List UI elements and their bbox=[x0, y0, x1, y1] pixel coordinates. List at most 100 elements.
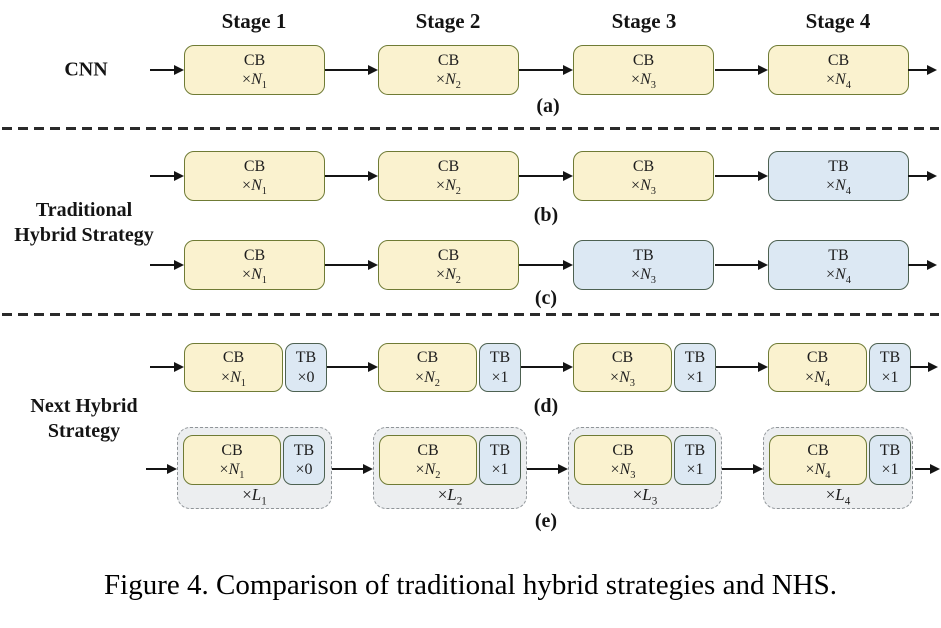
multiplier-variable: N bbox=[445, 71, 456, 88]
block-title: CB bbox=[437, 157, 460, 175]
conv-block-box: CB×N3 bbox=[573, 343, 672, 392]
multiplier-subscript: 1 bbox=[261, 495, 267, 508]
block-title: TB bbox=[489, 349, 511, 367]
traditional-hybrid-row-label: Traditional Hybrid Strategy bbox=[14, 198, 153, 248]
block-multiplier: ×N2 bbox=[415, 461, 441, 482]
block-title: TB bbox=[828, 157, 849, 175]
conv-block-box: CB×N4 bbox=[768, 343, 867, 392]
transformer-block-box: TB×1 bbox=[869, 343, 911, 392]
panel-label-d: (d) bbox=[533, 395, 559, 417]
block-title: CB bbox=[807, 441, 829, 459]
multiplier-variable: N bbox=[251, 71, 262, 88]
cnn-row-label: CNN bbox=[64, 58, 108, 81]
conv-block-box: CB×N2 bbox=[378, 240, 519, 290]
flow-arrow bbox=[519, 170, 573, 181]
group-multiplier-label: ×L1 bbox=[242, 485, 267, 508]
flow-arrow bbox=[908, 64, 937, 75]
multiplier-subscript: 2 bbox=[455, 186, 461, 198]
multiplier-variable: N bbox=[424, 368, 435, 386]
panel-label-e: (e) bbox=[534, 510, 558, 532]
next-label-line2: Strategy bbox=[47, 420, 121, 442]
conv-block-box: CB×N2 bbox=[379, 435, 477, 485]
multiplier-subscript: 4 bbox=[844, 495, 851, 508]
block-title: CB bbox=[827, 51, 850, 69]
multiplier-variable: N bbox=[230, 368, 241, 386]
block-title: CB bbox=[222, 349, 245, 367]
flow-arrow bbox=[527, 463, 568, 474]
multiplier-variable: L bbox=[447, 485, 457, 504]
multiplier-subscript: 2 bbox=[456, 495, 463, 508]
multiplier-variable: N bbox=[835, 266, 846, 283]
transformer-block-box: TB×0 bbox=[283, 435, 325, 485]
multiplier-variable: L bbox=[251, 485, 262, 504]
multiplier-variable: N bbox=[814, 461, 826, 478]
dashed-separator bbox=[2, 127, 939, 130]
block-multiplier: ×N4 bbox=[805, 368, 830, 389]
flow-arrow bbox=[715, 170, 768, 181]
block-multiplier: ×N1 bbox=[242, 71, 267, 92]
conv-block-box: CB×N4 bbox=[768, 45, 909, 95]
stage-2-header: Stage 2 bbox=[415, 9, 481, 33]
multiplier-variable: N bbox=[251, 266, 262, 283]
block-title: TB bbox=[879, 349, 901, 367]
block-multiplier: ×1 bbox=[491, 461, 509, 478]
block-multiplier: ×1 bbox=[881, 461, 899, 478]
flow-arrow bbox=[519, 259, 573, 270]
block-multiplier: ×N1 bbox=[242, 177, 267, 198]
block-title: TB bbox=[879, 441, 901, 459]
transformer-block-box: TB ×1 bbox=[869, 435, 911, 485]
next-hybrid-row-label: Next Hybrid Strategy bbox=[30, 394, 137, 444]
block-multiplier: ×N3 bbox=[610, 461, 636, 482]
flow-arrow bbox=[150, 170, 184, 181]
conv-block-box: CB ×N3 bbox=[574, 435, 672, 485]
block-multiplier: ×N4 bbox=[826, 177, 851, 198]
block-title: CB bbox=[243, 51, 266, 69]
transformer-block-box: TB ×1 bbox=[674, 435, 716, 485]
multiplier-variable: N bbox=[640, 266, 651, 283]
multiplier-variable: N bbox=[445, 177, 456, 194]
transformer-block-box: TB×0 bbox=[285, 343, 327, 392]
next-label-line1: Next Hybrid bbox=[30, 395, 138, 417]
block-title: TB bbox=[684, 349, 706, 367]
block-multiplier: ×N3 bbox=[610, 368, 635, 389]
block-multiplier: ×1 bbox=[686, 461, 704, 478]
conv-block-box: CB×N3 bbox=[573, 45, 714, 95]
conv-block-box: CB×N3 bbox=[573, 151, 714, 201]
block-title: CB bbox=[416, 349, 439, 367]
block-title: TB bbox=[684, 441, 706, 459]
block-title: CB bbox=[243, 246, 266, 264]
multiplier-subscript: 1 bbox=[261, 80, 267, 92]
block-multiplier: ×N1 bbox=[221, 368, 246, 389]
multiplier-variable: N bbox=[619, 461, 631, 478]
block-title: CB bbox=[612, 441, 634, 459]
stage-1-header: Stage 1 bbox=[221, 9, 287, 33]
flow-arrow bbox=[150, 64, 184, 75]
block-multiplier: ×N4 bbox=[826, 266, 851, 287]
conv-block-box: CB ×N1 bbox=[184, 151, 325, 201]
multiplier-subscript: 3 bbox=[650, 186, 656, 198]
multiplier-subscript: 3 bbox=[650, 275, 656, 287]
block-multiplier: ×1 bbox=[881, 368, 899, 386]
block-title: CB bbox=[611, 349, 634, 367]
multiplier-subscript: 1 bbox=[261, 186, 267, 198]
group-multiplier-label: ×L2 bbox=[437, 485, 463, 508]
block-title: CB bbox=[221, 441, 243, 459]
multiplier-variable: N bbox=[835, 177, 846, 194]
flow-arrow bbox=[325, 170, 378, 181]
flow-arrow bbox=[908, 170, 937, 181]
flow-arrow bbox=[715, 64, 768, 75]
flow-arrow bbox=[722, 463, 763, 474]
block-title: CB bbox=[243, 157, 266, 175]
multiplier-variable: L bbox=[835, 485, 845, 504]
block-multiplier: ×N1 bbox=[242, 266, 267, 287]
block-title: CB bbox=[437, 51, 460, 69]
block-title: TB bbox=[489, 441, 511, 459]
multiplier-subscript: 2 bbox=[434, 377, 440, 389]
multiplier-subscript: 2 bbox=[435, 470, 441, 482]
multiplier-variable: N bbox=[814, 368, 825, 386]
block-title: CB bbox=[437, 246, 460, 264]
multiplier-variable: N bbox=[619, 368, 630, 386]
multiplier-variable: N bbox=[424, 461, 436, 478]
panel-label-b: (b) bbox=[533, 204, 559, 226]
